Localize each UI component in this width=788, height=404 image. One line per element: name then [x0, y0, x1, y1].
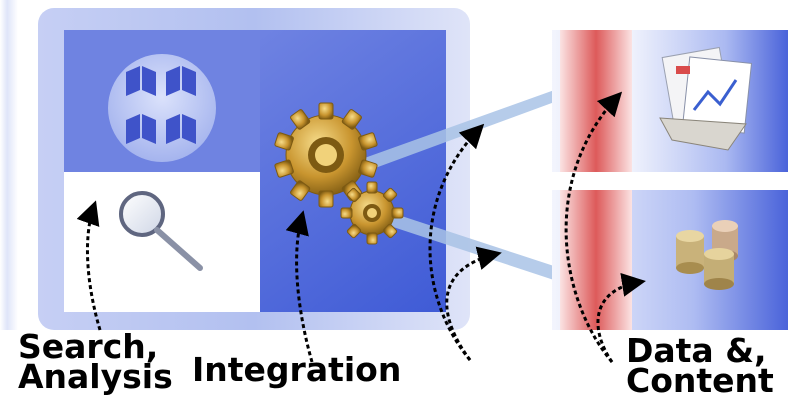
arrow-beam-top [428, 123, 485, 361]
arrow-integration [285, 210, 314, 363]
arrow-search [76, 200, 102, 331]
data-panel-bottom [552, 190, 788, 330]
cube-grid-icon [108, 54, 216, 162]
data-content-label: Data &, Content [626, 331, 774, 401]
data-label-line1: Data &, [626, 331, 767, 370]
integration-label: Integration [192, 350, 402, 389]
search-label-line2: Analysis [18, 357, 173, 397]
connector-beams [345, 88, 560, 282]
arrow-data-bottom [596, 273, 646, 363]
data-label-line2: Content [626, 361, 774, 401]
arrow-data-top [564, 91, 623, 363]
gears-icon [274, 102, 404, 245]
document-chart-icon [659, 46, 753, 151]
arrow-beam-bottom [445, 246, 502, 361]
data-panel-top [552, 30, 788, 172]
search-label-line1: Search, [18, 327, 159, 366]
magnifier-icon [119, 191, 203, 271]
search-analysis-panel [38, 8, 470, 330]
search-analysis-label: Search, Analysis [18, 327, 173, 397]
dotted-arrows [76, 91, 646, 363]
database-cylinders-icon [676, 220, 738, 290]
